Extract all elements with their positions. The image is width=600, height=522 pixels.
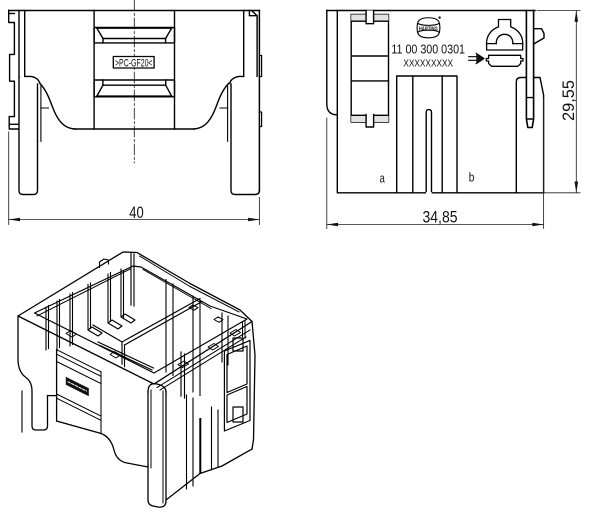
svg-text:>PC-GF20<: >PC-GF20< xyxy=(115,57,153,69)
svg-text:34,85: 34,85 xyxy=(423,208,458,227)
svg-text:a: a xyxy=(380,170,386,185)
svg-text:XXXXXXXXX: XXXXXXXXX xyxy=(403,58,453,69)
svg-text:11 00 300 0301: 11 00 300 0301 xyxy=(391,43,465,57)
svg-text:HARTING: HARTING xyxy=(419,26,438,32)
svg-text:40: 40 xyxy=(129,203,143,222)
svg-text:29,55: 29,55 xyxy=(559,80,578,121)
svg-text:b: b xyxy=(469,169,475,184)
